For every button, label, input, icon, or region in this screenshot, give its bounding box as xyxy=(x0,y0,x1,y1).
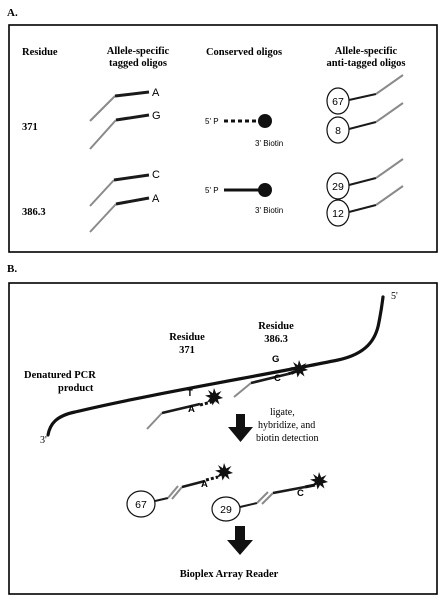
product-bead-29 xyxy=(211,496,241,522)
allele-371-a: A xyxy=(152,87,160,99)
product-base-c: C xyxy=(297,488,304,499)
header-residue: Residue xyxy=(22,47,58,58)
three-biotin-371: 3' Biotin xyxy=(255,139,283,148)
header-tagged-line1: Allele-specific xyxy=(107,46,170,57)
five-prime-label: 5' xyxy=(391,291,398,302)
residue-371-heading: Residue xyxy=(169,332,205,343)
anti-tagged-oligo-8 xyxy=(348,102,404,130)
panel-b-frame xyxy=(8,282,438,595)
allele-386-c: C xyxy=(152,169,160,181)
tagged-oligo-371-g xyxy=(89,113,150,150)
tag-bead-12 xyxy=(326,199,350,227)
product-dash-67 xyxy=(205,475,219,482)
step-biotin-detection: biotin detection xyxy=(256,433,319,444)
process-arrow-1 xyxy=(228,414,253,442)
tagged-oligo-371-a xyxy=(89,90,150,122)
residue-386-heading: Residue xyxy=(258,321,294,332)
product-bead-67 xyxy=(126,490,156,518)
anti-tagged-oligo-29 xyxy=(348,158,404,186)
panel-b-label: B. xyxy=(7,263,17,275)
header-conserved: Conserved oligos xyxy=(206,47,282,58)
three-prime-label: 3' xyxy=(40,435,47,446)
step-hybridize: hybridize, and xyxy=(258,420,315,431)
tag-bead-8 xyxy=(326,116,350,144)
panel-a-frame xyxy=(8,24,438,253)
biotin-bead-371 xyxy=(258,114,272,128)
denatured-label-line1: Denatured PCR xyxy=(24,370,96,381)
residue-386-number: 386.3 xyxy=(264,334,288,345)
tag-67-label: 67 xyxy=(332,96,344,108)
header-anti-line1: Allele-specific xyxy=(335,46,398,57)
probe-base-c: C xyxy=(274,373,281,384)
pcr-product-strand xyxy=(46,295,385,437)
step-ligate: ligate, xyxy=(270,407,295,418)
product-tag-67: 67 xyxy=(135,499,147,511)
tagged-oligo-386-a xyxy=(89,196,150,233)
hybridized-probe-386 xyxy=(233,372,289,398)
tag-8-label: 8 xyxy=(335,125,341,137)
denatured-label-line2: product xyxy=(58,383,94,394)
anti-tagged-oligo-12 xyxy=(348,185,404,213)
product-strand-67 xyxy=(154,479,206,502)
five-p-371: 5' P xyxy=(205,117,219,126)
tag-bead-29 xyxy=(326,172,350,200)
bioplex-reader-label: Bioplex Array Reader xyxy=(180,569,279,580)
tagged-oligo-386-c xyxy=(89,173,150,207)
residue-386-label: 386.3 xyxy=(22,207,46,218)
residue-371-number: 371 xyxy=(179,345,195,356)
biotin-bead-386 xyxy=(258,183,272,197)
three-biotin-386: 3' Biotin xyxy=(255,206,283,215)
allele-386-a: A xyxy=(152,193,160,205)
header-tagged-line2: tagged oligos xyxy=(109,58,167,69)
panel-a-label: A. xyxy=(7,7,18,19)
residue-371-label: 371 xyxy=(22,122,38,133)
tag-12-label: 12 xyxy=(332,208,344,220)
strand-base-g: G xyxy=(272,354,279,365)
header-anti-line2: anti-tagged oligos xyxy=(326,58,405,69)
product-base-a: A xyxy=(201,479,208,490)
strand-base-t: T xyxy=(187,388,193,399)
tag-29-label: 29 xyxy=(332,181,344,193)
process-arrow-2 xyxy=(227,526,253,555)
hybridized-probe-371 xyxy=(146,402,201,430)
anti-tagged-oligo-67 xyxy=(348,74,404,101)
five-p-386: 5' P xyxy=(205,186,219,195)
probe-base-a: A xyxy=(188,404,195,415)
biotin-burst-386 xyxy=(290,360,308,378)
product-tag-29: 29 xyxy=(220,504,232,516)
allele-371-g: G xyxy=(152,110,161,122)
tag-bead-67 xyxy=(326,87,350,115)
product-strand-29 xyxy=(239,485,306,508)
